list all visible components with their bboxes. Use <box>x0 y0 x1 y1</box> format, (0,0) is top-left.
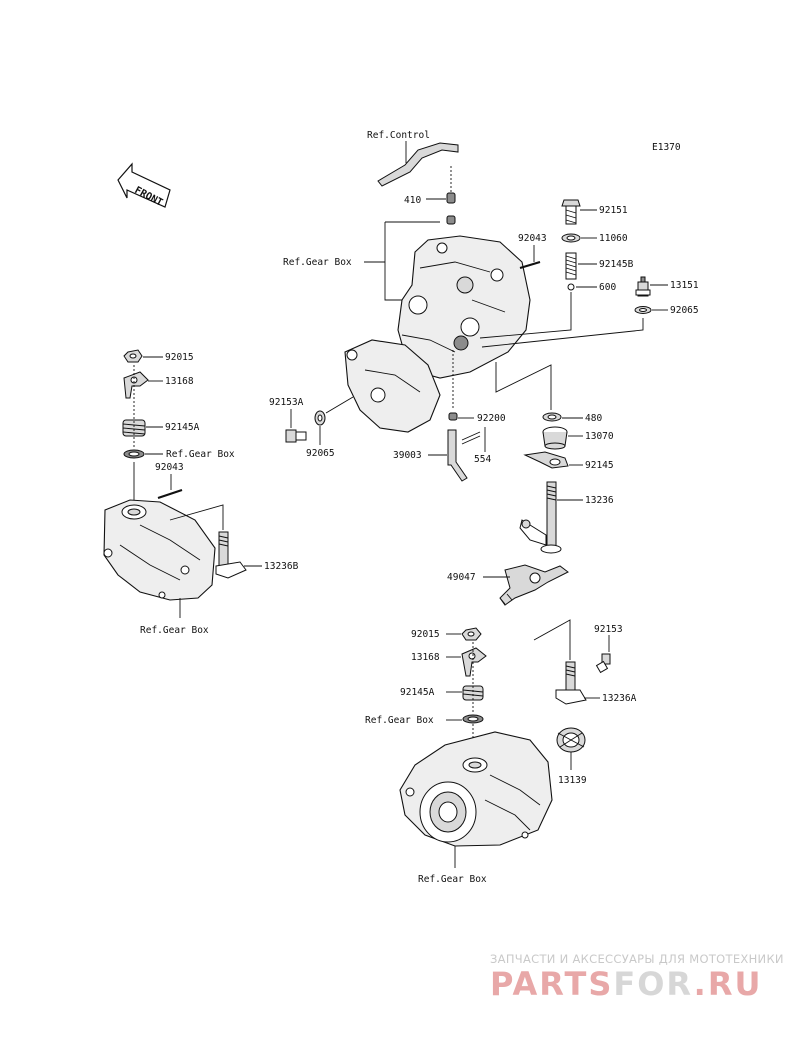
part-13139 <box>556 727 586 753</box>
control-lever-part <box>377 142 459 187</box>
part-92015-bottom <box>461 627 482 641</box>
gear-box-housing-top <box>344 235 531 433</box>
label-ref-gear-box-lower-left: Ref.Gear Box <box>140 625 209 636</box>
label-ref-control: Ref.Control <box>367 130 430 141</box>
part-13168-bottom <box>461 647 487 677</box>
label-92065-right: 92065 <box>670 305 699 316</box>
label-49047: 49047 <box>447 572 476 583</box>
label-13139: 13139 <box>558 775 587 786</box>
part-49047 <box>499 564 569 606</box>
part-410-b <box>446 215 456 225</box>
diagram-code: E1370 <box>652 142 681 153</box>
part-92145 <box>523 451 569 469</box>
part-554 <box>461 431 481 445</box>
front-arrow-icon: FRONT <box>117 162 171 209</box>
watermark-brand-part2: FOR <box>613 965 693 1003</box>
label-92043-left: 92043 <box>155 462 184 473</box>
part-92153 <box>595 653 611 674</box>
part-13151 <box>635 276 651 297</box>
label-92145A-bottom: 92145A <box>400 687 435 698</box>
part-92151 <box>561 199 581 225</box>
label-92153: 92153 <box>594 624 623 635</box>
label-92145A-left: 92145A <box>165 422 200 433</box>
part-13236A <box>555 661 587 705</box>
label-92200: 92200 <box>477 413 506 424</box>
label-92015-left: 92015 <box>165 352 194 363</box>
label-13168-left: 13168 <box>165 376 194 387</box>
label-410: 410 <box>404 195 421 206</box>
label-ref-gear-box-bottom-mid: Ref.Gear Box <box>365 715 434 726</box>
label-554: 554 <box>474 454 491 465</box>
label-92043-top: 92043 <box>518 233 547 244</box>
label-11060: 11060 <box>599 233 628 244</box>
bracket-480 <box>495 362 552 410</box>
watermark-brand-part3: .RU <box>694 965 763 1003</box>
part-92015-left <box>123 349 143 363</box>
label-92151: 92151 <box>599 205 628 216</box>
label-ref-gear-box-left: Ref.Gear Box <box>166 449 235 460</box>
label-ref-gear-box-bottom: Ref.Gear Box <box>418 874 487 885</box>
label-92153A: 92153A <box>269 397 304 408</box>
part-92145A-bottom <box>462 685 484 701</box>
label-13236: 13236 <box>585 495 614 506</box>
label-13151: 13151 <box>670 280 699 291</box>
part-92153A <box>285 429 307 443</box>
watermark-tagline: ЗАПЧАСТИ И АКСЕССУАРЫ ДЛЯ МОТОТЕХНИКИ <box>490 952 784 966</box>
label-13070: 13070 <box>585 431 614 442</box>
bracket-13236A <box>533 619 571 660</box>
label-92145B: 92145B <box>599 259 634 270</box>
part-92200 <box>448 412 458 421</box>
part-13236 <box>519 481 562 554</box>
label-13168-bottom: 13168 <box>411 652 440 663</box>
watermark-brand-part1: PARTS <box>490 965 613 1003</box>
label-13236A: 13236A <box>602 693 637 704</box>
label-ref-gear-box-top: Ref.Gear Box <box>283 257 352 268</box>
label-92145: 92145 <box>585 460 614 471</box>
label-600: 600 <box>599 282 616 293</box>
part-92145A-left <box>122 419 146 437</box>
label-480: 480 <box>585 413 602 424</box>
bracket-ref-gear-box-top <box>384 222 408 301</box>
label-39003: 39003 <box>393 450 422 461</box>
part-13070 <box>542 426 568 450</box>
label-13236B: 13236B <box>264 561 299 572</box>
bracket-13236B <box>169 504 224 530</box>
watermark: ЗАПЧАСТИ И АКСЕССУАРЫ ДЛЯ МОТОТЕХНИКИ PA… <box>490 952 784 1003</box>
leader-92065-left-to-case <box>325 396 354 414</box>
gear-box-housing-bottom <box>399 731 553 847</box>
label-92015-bottom: 92015 <box>411 629 440 640</box>
part-13236B <box>215 531 247 579</box>
part-410 <box>446 192 456 204</box>
part-92043-top <box>519 260 541 270</box>
part-13168-left <box>123 371 149 399</box>
part-92043-left <box>157 488 183 500</box>
gear-box-housing-left <box>103 499 216 601</box>
watermark-brand: PARTSFOR.RU <box>490 965 762 1003</box>
label-92065-left: 92065 <box>306 448 335 459</box>
part-92145B <box>565 252 577 280</box>
part-39003 <box>447 429 468 482</box>
part-600 <box>567 283 575 291</box>
